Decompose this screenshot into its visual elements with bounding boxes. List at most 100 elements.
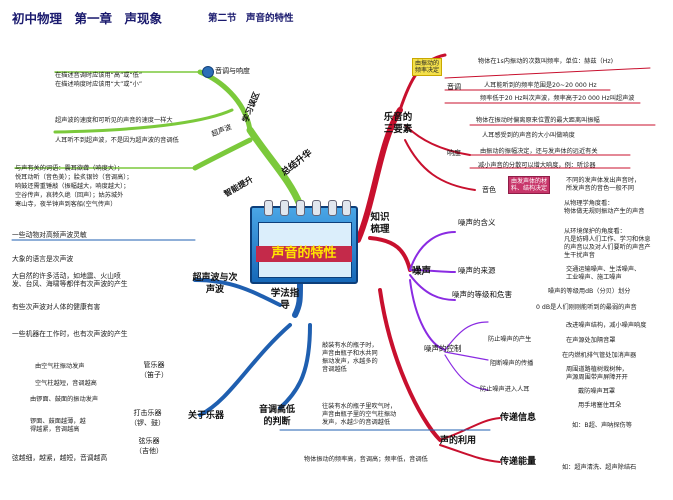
label-loudness: 响度 xyxy=(447,149,461,157)
branch-sound-use: 声的利用 xyxy=(440,436,477,446)
ultra-item: 有些次声波对人体的健康有害 xyxy=(12,303,101,311)
card-band xyxy=(256,246,352,262)
link-noise-level xyxy=(409,274,456,301)
smart-line: 与声有关的词语：震耳欲聋（响度大）； xyxy=(15,165,124,172)
label-timbre: 音色 xyxy=(482,186,496,194)
study-loudness-text: 在描述音调时应该用“高”或“低” xyxy=(55,72,143,79)
pitch-def: 物体在1s内振动的次数叫频率，单位：赫兹（Hz) xyxy=(478,58,614,65)
noise-block-item: 周围道路植树栽树种， 声源周围带声屏障开开 xyxy=(566,366,628,381)
smart-line: 寒山寺，夜半钟声到客船(空气传声） xyxy=(15,201,117,208)
link-noise-source xyxy=(409,269,456,273)
link-method-ultra xyxy=(193,278,282,307)
link-method-instr xyxy=(198,323,292,417)
card-ring xyxy=(264,200,273,216)
tag-frequency: 由振动的 频率决定 xyxy=(412,58,443,76)
loud-feel: 人耳感受到的声音的大小叫做响度 xyxy=(482,132,575,139)
timbre-text: 不同的发声体发出声音时， 所发声音的音色一般不同 xyxy=(566,177,641,192)
ultra-item: 大象的语言是次声波 xyxy=(12,255,74,263)
loud-amp2: 由振动的振幅决定，还与发声体的远近有关 xyxy=(480,148,598,155)
noise-source-text: 交通运输噪声、生活噪声、 工业噪声、施工噪声 xyxy=(566,266,641,281)
link-timbre xyxy=(404,139,476,191)
instr-string-item: 弦越细，越紧，越短，音调越高 xyxy=(12,454,108,462)
use-info-label: 传递信息 xyxy=(500,413,537,423)
link-smart xyxy=(192,137,253,171)
card-ring xyxy=(280,200,289,216)
study-ultra-text: 超声波的速度和可听见的声音的速度一样大 xyxy=(55,117,173,124)
use-energy-label: 传递能量 xyxy=(500,457,537,467)
ultra-item: 一些动物对高频声波灵敏 xyxy=(12,231,87,239)
center-topic-card: 声音的特性 xyxy=(250,200,358,284)
study-loudness-label: 音调与响度 xyxy=(215,67,250,75)
noise-prevent-item: 改进噪声结构，减小噪声响度 xyxy=(566,322,647,329)
link-method-judge xyxy=(278,323,312,410)
branch-instruments: 关于乐器 xyxy=(188,411,225,421)
link-use-info xyxy=(439,417,501,441)
instr-wind-label: 管乐器 （笛子） xyxy=(140,361,168,379)
pitch-ultra: 频率低于20 Hz叫次声波，频率高于20 000 Hz叫超声波 xyxy=(480,95,635,102)
label-pitch: 音调 xyxy=(447,83,461,91)
ultra-item: 一些机器在工作时，也有次声波的产生 xyxy=(12,330,128,338)
branch-pitch-judge: 音调高低的判断 xyxy=(258,405,295,427)
smart-line: 空谷传声，哀转久绝（回声）；姑苏城外 xyxy=(15,192,124,199)
instr-string-label: 弦乐器 （吉他） xyxy=(135,437,163,455)
noise-control-label: 噪声的控制 xyxy=(424,344,462,353)
link-method-main xyxy=(292,281,303,318)
tag-timbre: 由发声体的材 料、结构决定 xyxy=(508,176,551,194)
noise-meaning-label: 噪声的含义 xyxy=(458,218,496,227)
instr-wind-item: 由空气柱振动发声 xyxy=(35,363,85,370)
instr-perc-label: 打击乐器 （锣、鼓） xyxy=(130,409,165,427)
pitch-range: 人耳能听到的频率范围是20~20 000 Hz xyxy=(484,82,597,89)
study-loudness-text: 在描述响度时应该用“大”或“小” xyxy=(55,81,143,88)
link-knowledge-to-noise xyxy=(368,236,412,272)
branch-noise: 噪声 xyxy=(412,266,432,277)
link-loud xyxy=(404,124,471,156)
smart-line: 悦耳动听（音色美）；脍炙银铃（音调高）； xyxy=(15,174,133,181)
noise-level-db: 噪声的等级用dB（分贝）划分 xyxy=(548,288,631,295)
noise-meaning-env: 从环境保护的角度看： 凡是妨碍人们工作、学习和休息 的声音以及对人们要听的声音产… xyxy=(564,228,651,259)
card-ring xyxy=(312,200,321,216)
noise-ear-label: 防止噪声进入人耳 xyxy=(480,386,530,393)
link-control-prevent xyxy=(444,321,489,351)
section-title: 第二节 声音的特性 xyxy=(208,13,294,24)
smart-line: 响鼓还需重锤敲（振幅越大，响度越大）； xyxy=(15,183,130,190)
link-pitch-1 xyxy=(444,67,651,79)
link-control-ear xyxy=(444,354,489,391)
link-study-ultra xyxy=(53,108,234,134)
noise-ear-item: 用手堵塞住耳朵 xyxy=(578,402,622,409)
branch-ultra-infra: 超声波与次声波 xyxy=(192,273,238,295)
branch-three-elements: 乐音的三要素 xyxy=(383,112,413,135)
noise-source-label: 噪声的来源 xyxy=(458,266,496,275)
card-ring xyxy=(342,200,351,216)
link-use-energy xyxy=(439,444,501,463)
instr-perc-item: 由锣面、鼓面的振动发声 xyxy=(30,396,99,403)
page-title: 初中物理 第一章 声现象 xyxy=(12,11,163,26)
judge-freq: 物体振动的频率高，音调高；频率低，音调低 xyxy=(304,456,428,463)
link-noise-control xyxy=(409,279,446,351)
noise-prevent-item: 在声源处加隔音罩 xyxy=(566,337,616,344)
loud-amp: 物体在振动时偏离原来位置的最大距离叫振幅 xyxy=(476,117,600,124)
use-info-ex: 如：B超、声呐探伤等 xyxy=(572,422,632,429)
use-energy-ex: 如：超声清洗、超声除结石 xyxy=(562,464,637,471)
study-ultra-text: 人耳听不到超声波，不是因为超声波的音调低 xyxy=(55,137,179,144)
instr-wind-item: 空气柱越短，音调越高 xyxy=(35,380,97,387)
judge-water-hit: 敲装有水的瓶子时， 声音由瓶子和水共同 振动发声，水越多的 音调越低 xyxy=(322,342,378,373)
ultra-item: 大自然的许多活动，如地震、火山喷 发、台风、海啸等都伴有次声波的产生 xyxy=(12,272,128,288)
link-use xyxy=(378,288,442,442)
link-summary-main xyxy=(246,126,304,209)
link-knowledge-main xyxy=(355,107,403,243)
noise-prevent-label: 防止噪声的产生 xyxy=(488,336,532,343)
noise-prevent-item: 在内燃机排气管处加消声器 xyxy=(562,352,637,359)
noise-level-label: 噪声的等级和危害 xyxy=(452,290,512,299)
card-ring xyxy=(328,200,337,216)
link-noise-meaning xyxy=(409,231,456,271)
branch-method: 学法指导 xyxy=(270,288,300,311)
link-control-block xyxy=(444,351,489,361)
center-topic: 声音的特性 xyxy=(271,246,337,261)
instr-perc-item: 锣面、鼓面越薄，越 得越紧，音调越高 xyxy=(30,418,86,433)
noise-meaning-phys: 从物理学角度看： 物体做无规则振动产生的声音 xyxy=(564,200,645,215)
branch-knowledge: 知识梳理 xyxy=(370,212,390,235)
noise-level-zero: 0 dB是人们刚刚能听到的最弱的声音 xyxy=(536,304,637,311)
noise-ear-item: 戴防噪声耳罩 xyxy=(578,388,616,395)
